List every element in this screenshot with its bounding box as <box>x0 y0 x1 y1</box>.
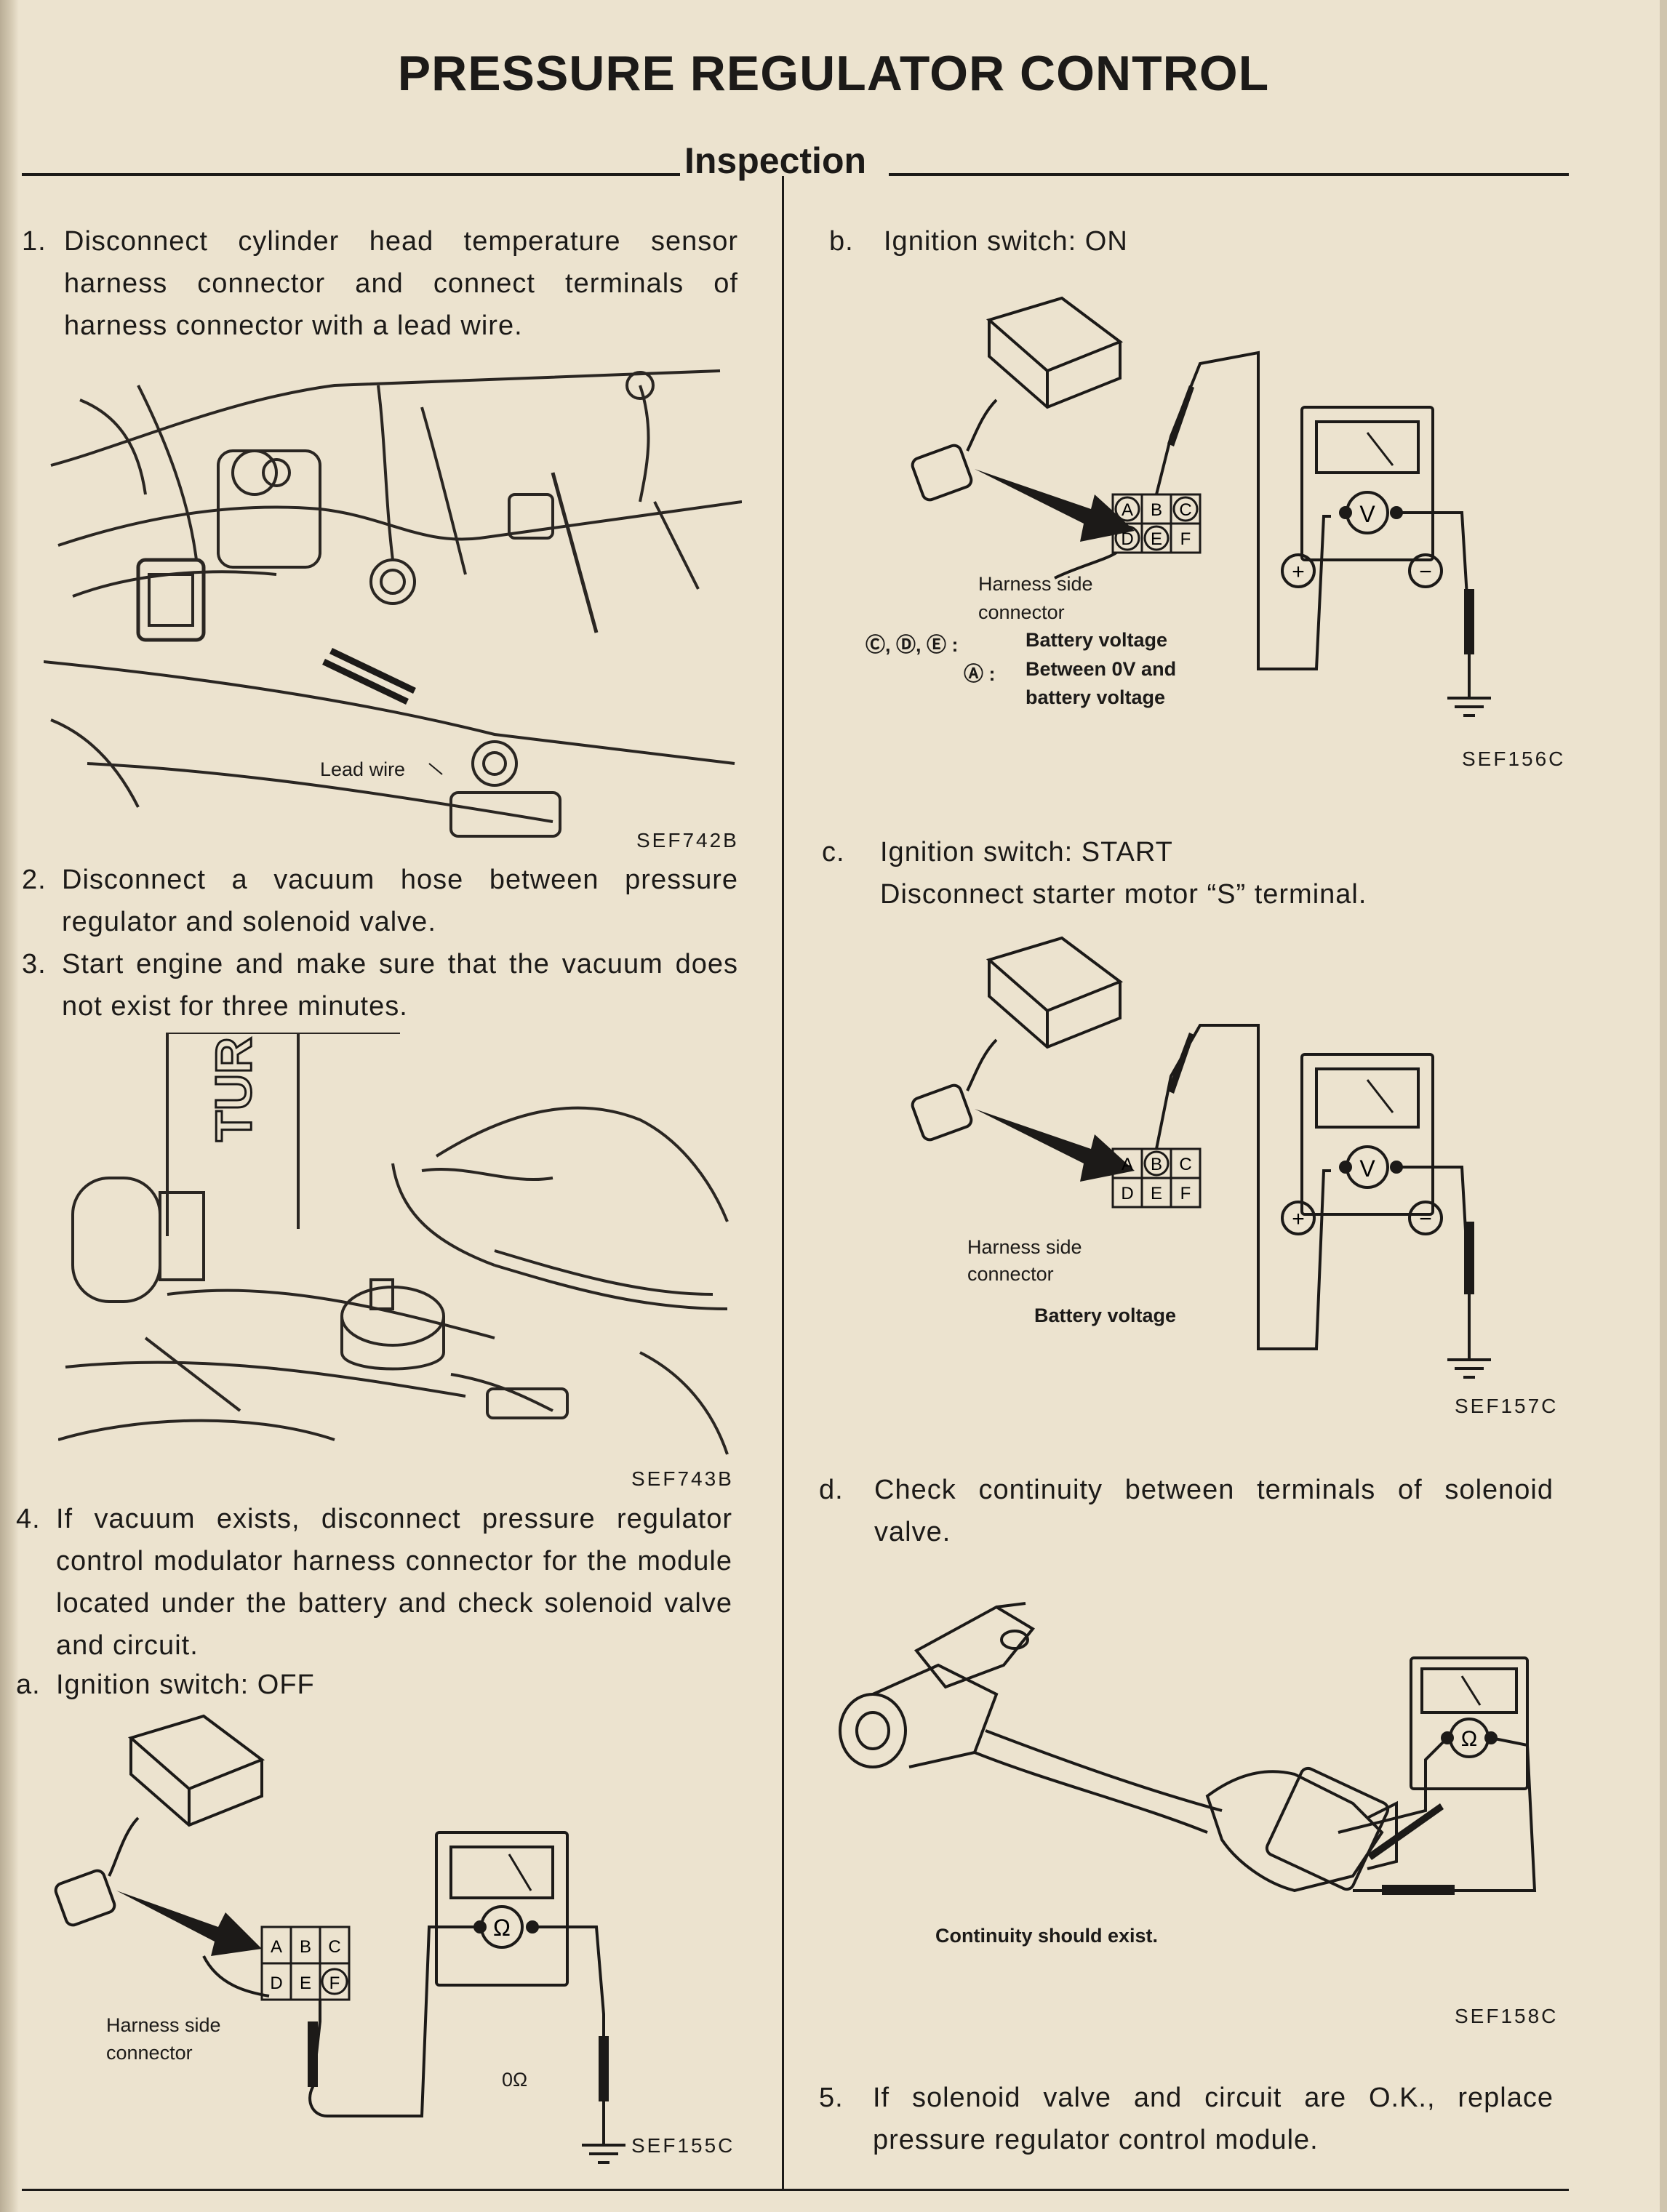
step-number: 5. <box>819 2083 844 2113</box>
figure-continuity-check: Ω <box>839 1602 1537 1895</box>
step-number: b. <box>829 226 854 257</box>
svg-text:A: A <box>1122 1155 1133 1174</box>
continuity-note: Continuity should exist. <box>935 1925 1159 1947</box>
step-5: 5. If solenoid valve and circuit are O.K… <box>819 2077 1554 2161</box>
step-number: 2. <box>22 865 47 895</box>
svg-text:F: F <box>1180 1184 1191 1203</box>
step-d: d. Check continuity between terminals of… <box>819 1469 1554 1553</box>
step-number: c. <box>822 837 845 867</box>
step-a: a. Ignition switch: OFF <box>16 1664 732 1706</box>
pin-a-note-line1: Between 0V and <box>1026 658 1177 680</box>
page-title: PRESSURE REGULATOR CONTROL <box>397 46 1270 101</box>
step-text-line2: Disconnect starter motor “S” terminal. <box>880 879 1367 910</box>
figure-code-sef155c: SEF155C <box>631 2134 735 2157</box>
lead-wire-label: Lead wire <box>320 758 406 780</box>
section-heading: Inspection <box>680 140 871 182</box>
figure-vacuum-check: TUR <box>58 1033 729 1455</box>
figure-engine-lead-wire <box>44 369 742 838</box>
svg-text:F: F <box>329 1973 340 1993</box>
svg-text:F: F <box>1180 529 1191 549</box>
step-number: 1. <box>22 226 47 257</box>
step-text: If vacuum exists, disconnect pressure re… <box>56 1504 732 1661</box>
step-text: Ignition switch: OFF <box>56 1670 315 1700</box>
pin-a-marker: Ⓐ : <box>964 663 996 685</box>
engine-emboss-text: TUR <box>205 1037 262 1142</box>
svg-text:D: D <box>270 1973 282 1993</box>
svg-text:E: E <box>1151 529 1162 549</box>
harness-connector-pins <box>1111 1147 1202 1209</box>
svg-text:B: B <box>1151 500 1162 520</box>
step-text-line1: Ignition switch: START <box>880 837 1173 867</box>
page-edge <box>1660 0 1667 2212</box>
step-1: 1. Disconnect cylinder head temperature … <box>22 220 738 347</box>
svg-text:C: C <box>328 1937 340 1957</box>
harness-side-label: Harness side <box>978 573 1093 595</box>
svg-text:−: − <box>1419 1207 1432 1231</box>
svg-text:+: + <box>1292 1207 1305 1231</box>
svg-text:D: D <box>1121 1184 1133 1203</box>
figure-ignition-on: A B C D E F V + − <box>911 296 1491 717</box>
svg-text:A: A <box>1122 500 1133 520</box>
step-number: 3. <box>22 949 47 979</box>
svg-text:+: + <box>1292 560 1305 584</box>
step-b: b. Ignition switch: ON <box>829 220 1556 263</box>
harness-connector-pins <box>1111 493 1202 554</box>
figure-code-sef158c: SEF158C <box>1455 2005 1559 2027</box>
battery-voltage-note: Battery voltage <box>1034 1305 1177 1326</box>
svg-text:V: V <box>1359 501 1375 527</box>
figure-code-sef156c: SEF156C <box>1462 748 1566 770</box>
step-number: a. <box>16 1670 41 1700</box>
step-text: Check continuity between terminals of so… <box>874 1475 1554 1547</box>
svg-text:B: B <box>300 1937 311 1957</box>
step-text: Ignition switch: ON <box>884 226 1128 257</box>
column-divider <box>782 176 784 2190</box>
svg-text:C: C <box>1179 500 1191 520</box>
svg-text:V: V <box>1359 1155 1375 1182</box>
battery-voltage-note: Battery voltage <box>1026 629 1168 651</box>
page-binding-shadow <box>0 0 19 2212</box>
step-text: Disconnect cylinder head temperature sen… <box>64 226 738 341</box>
harness-connector-pins <box>260 1926 351 2001</box>
svg-text:E: E <box>300 1973 311 1993</box>
figure-code-sef742b: SEF742B <box>636 829 739 851</box>
svg-text:−: − <box>1419 560 1432 584</box>
figure-code-sef157c: SEF157C <box>1455 1395 1559 1417</box>
header-rule-left <box>22 173 680 176</box>
step-text: Start engine and make sure that the vacu… <box>62 949 738 1022</box>
battery-voltage-pins: Ⓒ, Ⓓ, Ⓔ : <box>866 634 959 656</box>
harness-side-label: Harness side <box>967 1236 1082 1258</box>
svg-text:E: E <box>1151 1184 1162 1203</box>
figure-code-sef743b: SEF743B <box>631 1467 734 1490</box>
harness-side-label: Harness side <box>106 2014 221 2036</box>
step-text: Disconnect a vacuum hose between pressur… <box>62 865 738 937</box>
svg-text:B: B <box>1151 1155 1162 1174</box>
figure-ignition-start: A B C D E F V + − <box>911 936 1491 1379</box>
step-4: 4. If vacuum exists, disconnect pressure… <box>16 1498 732 1667</box>
step-3: 3. Start engine and make sure that the v… <box>22 943 738 1027</box>
step-number: d. <box>819 1475 844 1505</box>
svg-text:Ω: Ω <box>1461 1727 1477 1751</box>
svg-text:D: D <box>1121 529 1133 549</box>
step-number: 4. <box>16 1504 41 1534</box>
step-c: c. Ignition switch: START Disconnect sta… <box>822 831 1556 915</box>
header-rule-right <box>889 173 1569 176</box>
step-text: If solenoid valve and circuit are O.K., … <box>873 2083 1554 2155</box>
pin-a-note-line2: battery voltage <box>1026 686 1166 708</box>
svg-text:C: C <box>1179 1155 1191 1174</box>
harness-connector-label: connector <box>978 601 1065 623</box>
svg-text:A: A <box>271 1937 282 1957</box>
step-2: 2. Disconnect a vacuum hose between pres… <box>22 859 738 943</box>
footer-rule <box>22 2189 1569 2191</box>
harness-connector-label: connector <box>967 1263 1054 1285</box>
harness-connector-label: connector <box>106 2042 193 2064</box>
figure-ignition-off: A B C D E F Ω <box>54 1714 625 2164</box>
svg-text:Ω: Ω <box>493 1915 511 1941</box>
ohm-reading: 0Ω <box>502 2069 528 2091</box>
